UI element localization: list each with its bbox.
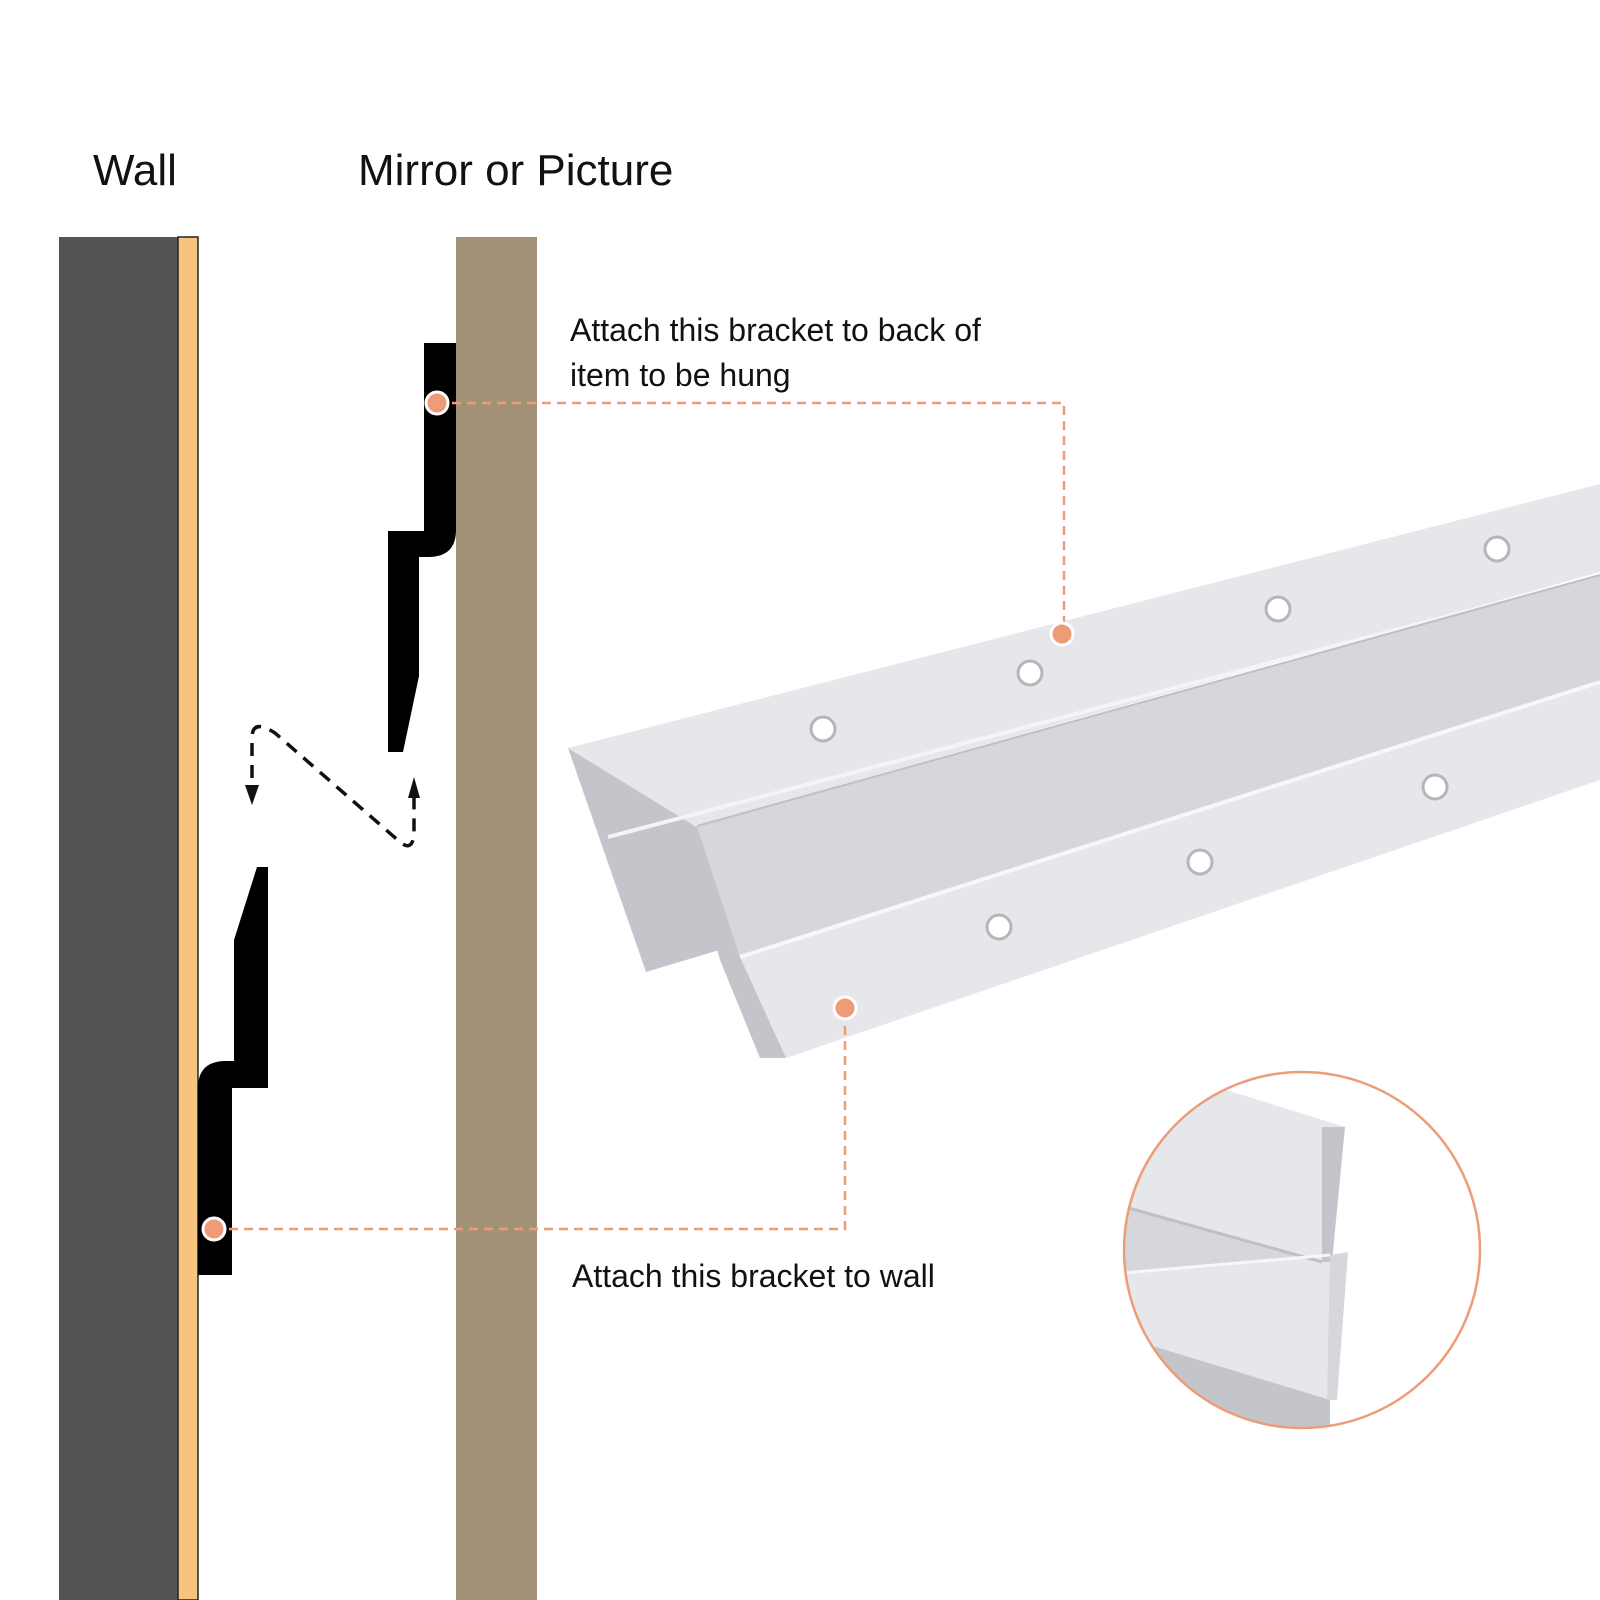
callout-bottom-leader bbox=[201, 995, 858, 1242]
item-bracket-profile bbox=[388, 343, 456, 752]
screw-hole bbox=[985, 913, 1013, 941]
screw-holes-upper bbox=[809, 535, 1511, 743]
mirror-panel bbox=[456, 237, 537, 1600]
screw-hole bbox=[809, 715, 837, 743]
callout-dot-rail-top bbox=[1049, 621, 1075, 647]
bracket-rail-illustration bbox=[568, 484, 1600, 1058]
front-rail-step bbox=[740, 682, 1600, 1058]
wall-heading: Wall bbox=[93, 146, 177, 195]
front-rail-bevel bbox=[684, 826, 786, 1058]
wall-bracket-profile bbox=[198, 867, 268, 1275]
callout-dot-rail-bottom bbox=[832, 995, 858, 1021]
screw-hole bbox=[1483, 535, 1511, 563]
wall-block bbox=[59, 237, 179, 1600]
callout-top-leader bbox=[424, 390, 1075, 647]
magnifier-ring bbox=[1122, 1070, 1482, 1430]
hanging-motion-arrow bbox=[245, 724, 420, 848]
screw-hole bbox=[1421, 773, 1449, 801]
callout-dot-wall-bracket bbox=[201, 1216, 227, 1242]
mirror-heading: Mirror or Picture bbox=[358, 146, 674, 195]
screw-holes-lower bbox=[985, 773, 1449, 941]
screw-hole bbox=[1264, 595, 1292, 623]
wall-bracket-note: Attach this bracket to wall bbox=[572, 1258, 935, 1294]
front-rail-face bbox=[697, 575, 1600, 957]
profile-detail-magnifier bbox=[1122, 1070, 1482, 1430]
wall-surface-strip bbox=[177, 236, 199, 1600]
screw-hole bbox=[1016, 659, 1044, 687]
callout-dot-item-bracket bbox=[424, 390, 450, 416]
item-bracket-note: Attach this bracket to back of item to b… bbox=[570, 312, 981, 393]
back-rail-edge bbox=[568, 748, 736, 972]
screw-hole bbox=[1186, 848, 1214, 876]
